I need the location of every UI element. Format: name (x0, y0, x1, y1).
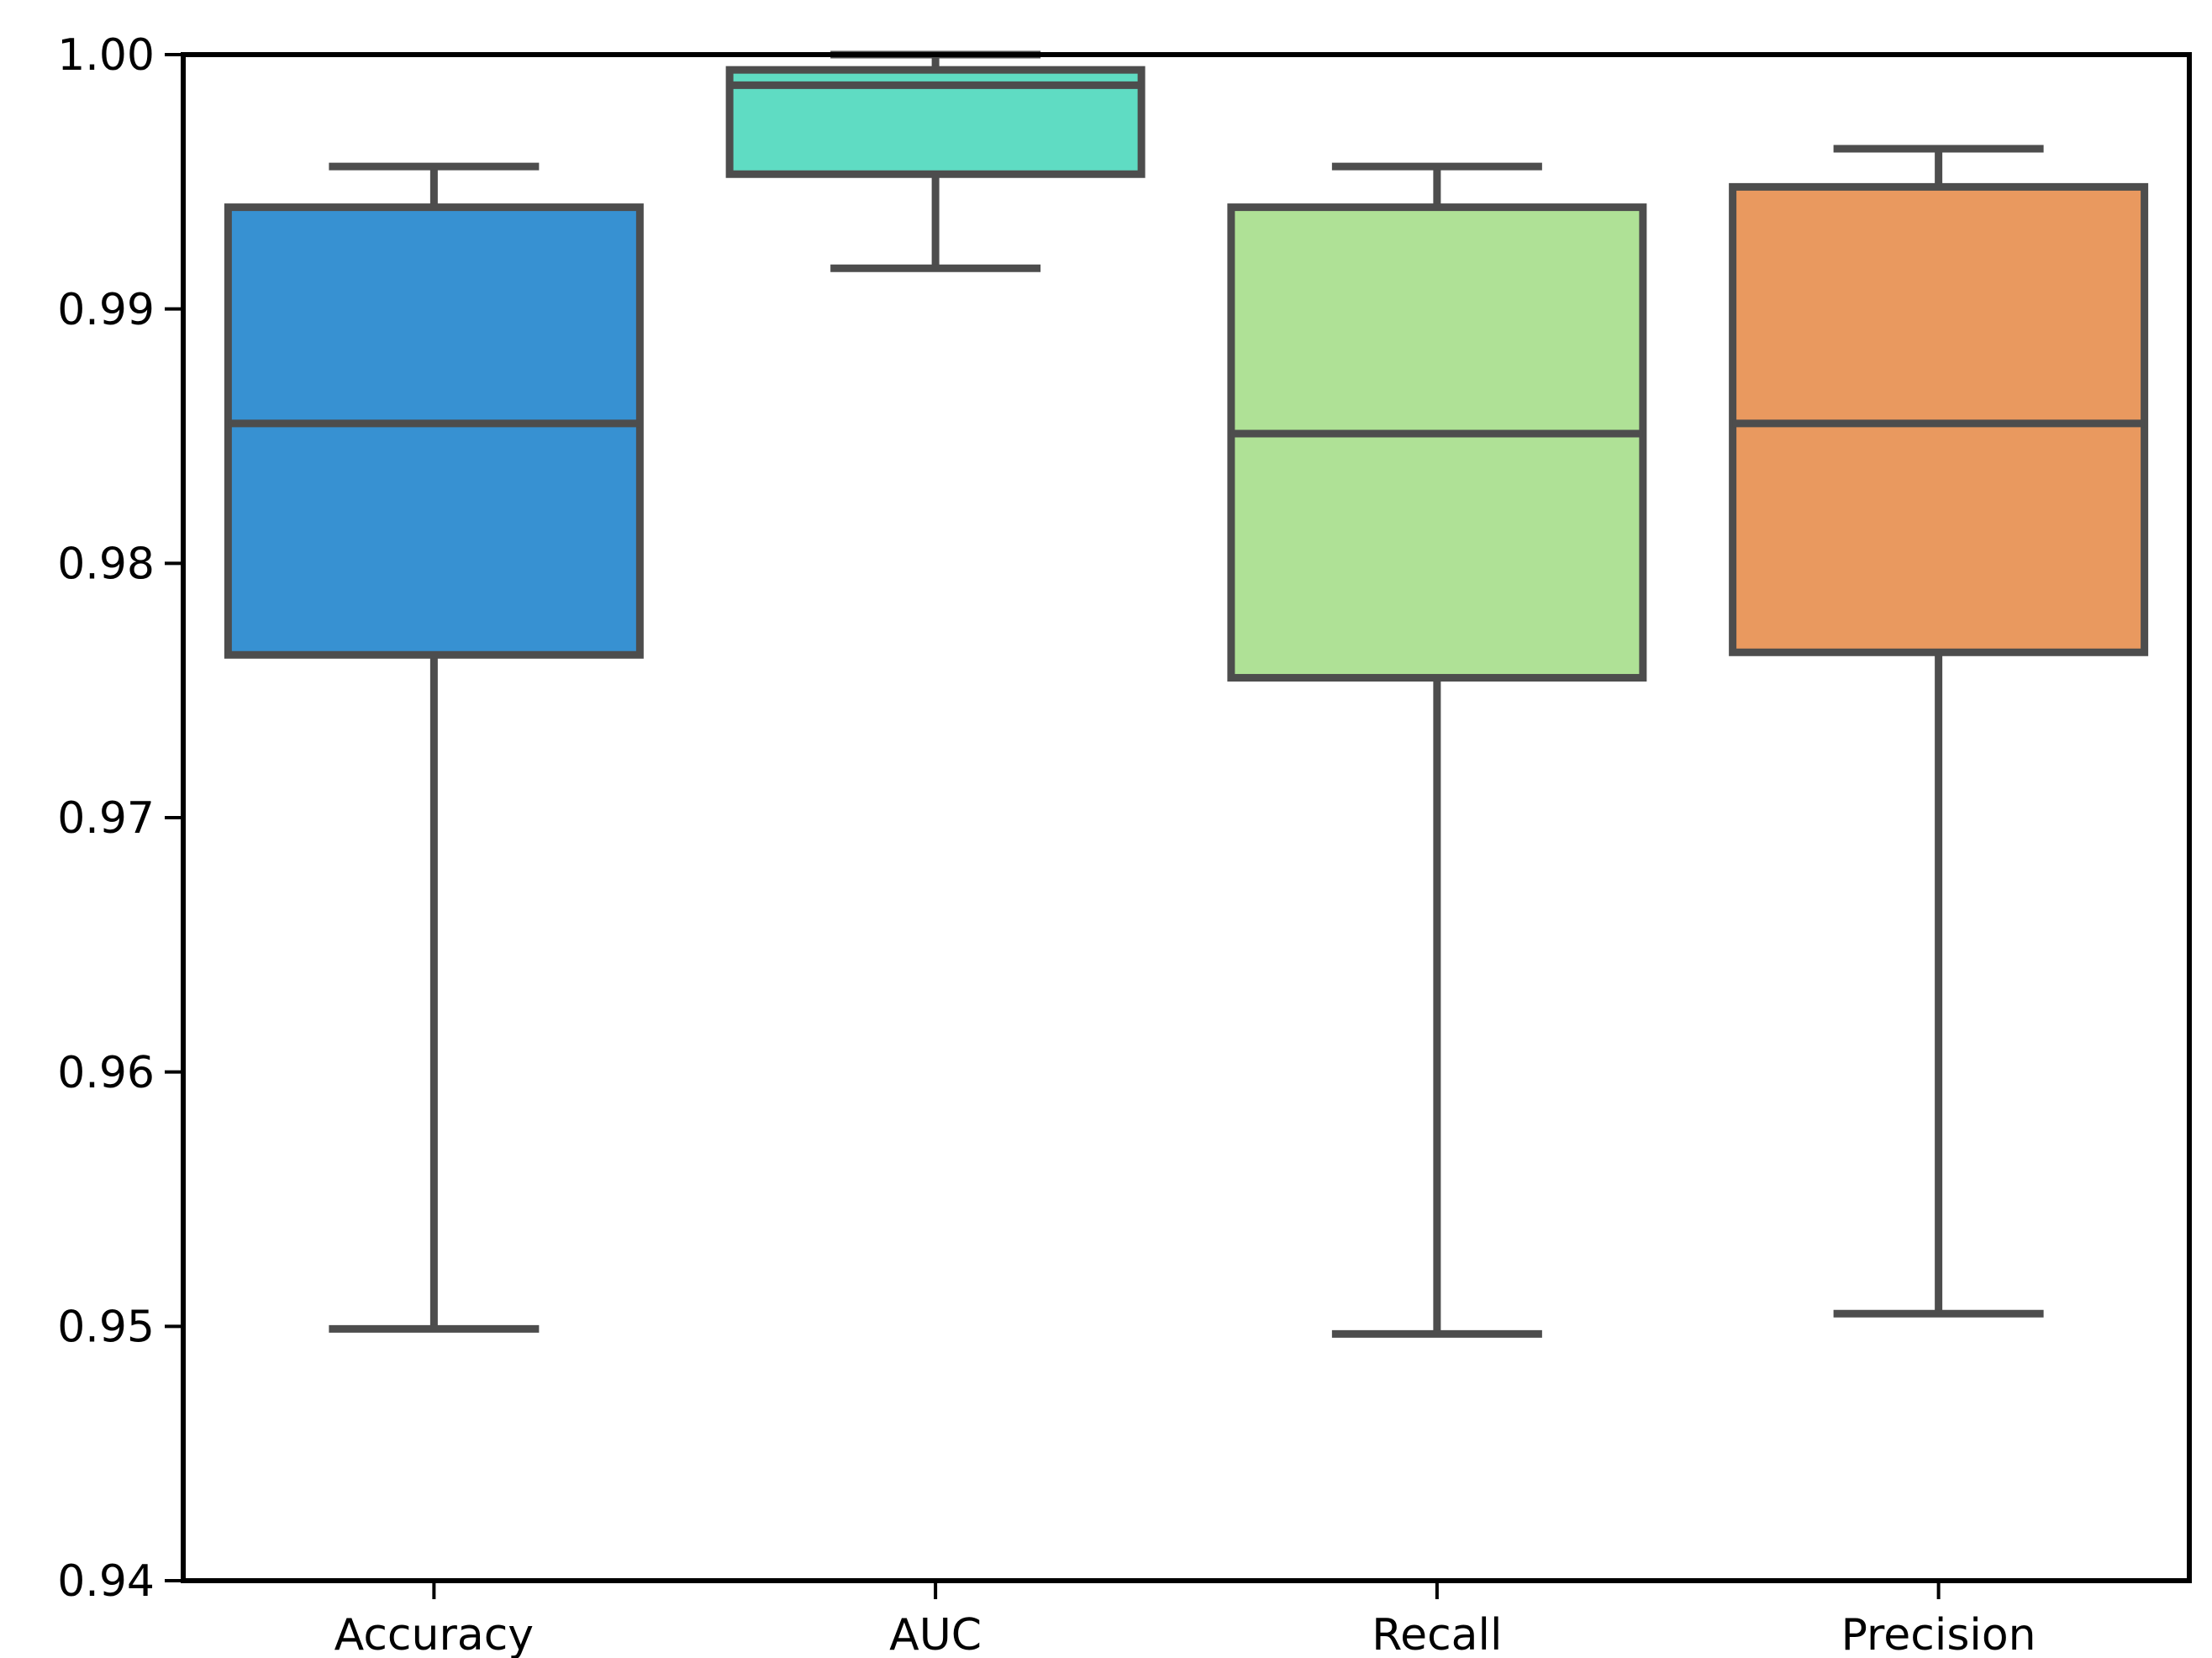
x-axis-tick-label-auc: AUC (889, 1610, 982, 1658)
plot-border (181, 52, 2192, 1583)
x-axis-tick-label-recall: Recall (1372, 1610, 1502, 1658)
box-precision (1729, 182, 2149, 656)
x-axis-tick-label-accuracy: Accuracy (334, 1610, 534, 1658)
box-group-recall (1227, 162, 1647, 1338)
y-axis-tick-label: 0.98 (57, 540, 155, 590)
x-axis-tick-label-precision: Precision (1841, 1610, 2036, 1658)
y-axis-tick-label: 0.94 (57, 1556, 155, 1607)
box-group-accuracy (224, 162, 644, 1333)
y-axis-tick-label: 1.00 (57, 30, 155, 81)
y-axis-tick-label: 0.99 (57, 285, 155, 335)
box-accuracy (224, 203, 644, 659)
y-axis-tick-label: 0.97 (57, 793, 155, 844)
y-axis-tick-label: 0.95 (57, 1303, 155, 1353)
box-recall (1227, 203, 1647, 682)
box-group-precision (1729, 145, 2149, 1318)
y-axis-tick-label: 0.96 (57, 1048, 155, 1098)
